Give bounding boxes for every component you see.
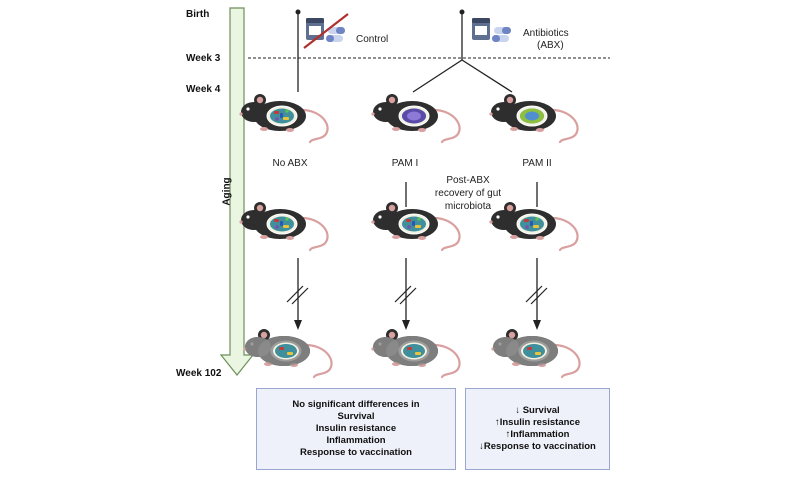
mouse-pam2-old — [490, 327, 581, 379]
group-label-no-abx: No ABX — [272, 158, 308, 169]
legend-abx-abbrev: (ABX) — [537, 40, 564, 51]
abx-branch-lines — [412, 59, 513, 93]
outcome-box-no-difference: No significant differences in Survival I… — [256, 388, 456, 470]
outcome-left-item: Insulin resistance — [315, 423, 397, 434]
mouse-pam1-week4 — [370, 92, 461, 144]
outcome-right-item: ↓ Survival — [515, 405, 560, 416]
mouse-no-abx-week4 — [238, 92, 329, 144]
aging-arrow — [219, 7, 255, 376]
control-pills-icon — [303, 13, 349, 49]
outcome-right-item: ↓Response to vaccination — [479, 441, 596, 452]
recovery-line1: Post-ABX — [446, 175, 490, 186]
pam1-aging-line — [394, 258, 417, 330]
label-week3: Week 3 — [186, 53, 221, 64]
pam2-aging-line — [525, 258, 548, 330]
outcome-right-item: ↑Inflammation — [505, 429, 570, 440]
mouse-pam1-old — [370, 327, 461, 379]
label-aging: Aging — [221, 177, 233, 206]
group-label-pam2: PAM II — [522, 158, 552, 169]
label-birth: Birth — [186, 9, 210, 20]
recovery-line3: microbiota — [444, 201, 492, 212]
legend-control-label: Control — [356, 34, 389, 45]
outcome-left-item: Response to vaccination — [300, 447, 412, 458]
abx-start-dot — [459, 9, 465, 15]
mouse-no-abx-mid — [238, 200, 329, 252]
legend-antibiotics-label: Antibiotics — [523, 28, 569, 39]
outcome-right-item: ↑Insulin resistance — [494, 417, 580, 428]
label-week102: Week 102 — [176, 368, 222, 379]
outcome-left-item: Survival — [337, 411, 375, 422]
no-abx-aging-line — [286, 258, 309, 330]
antibiotics-pills-icon — [472, 18, 511, 42]
mouse-pam2-mid — [488, 200, 579, 252]
outcome-box-pam2-effects: ↓ Survival ↑Insulin resistance ↑Inflamma… — [465, 388, 610, 470]
outcome-left-item: Inflammation — [326, 435, 386, 446]
group-label-pam1: PAM I — [391, 158, 419, 169]
control-start-dot — [295, 9, 301, 15]
outcome-left-heading: No significant differences in — [292, 399, 420, 410]
label-week4: Week 4 — [186, 84, 221, 95]
recovery-line2: recovery of gut — [434, 188, 502, 199]
mouse-no-abx-old — [242, 327, 333, 379]
mouse-pam2-week4 — [488, 92, 579, 144]
